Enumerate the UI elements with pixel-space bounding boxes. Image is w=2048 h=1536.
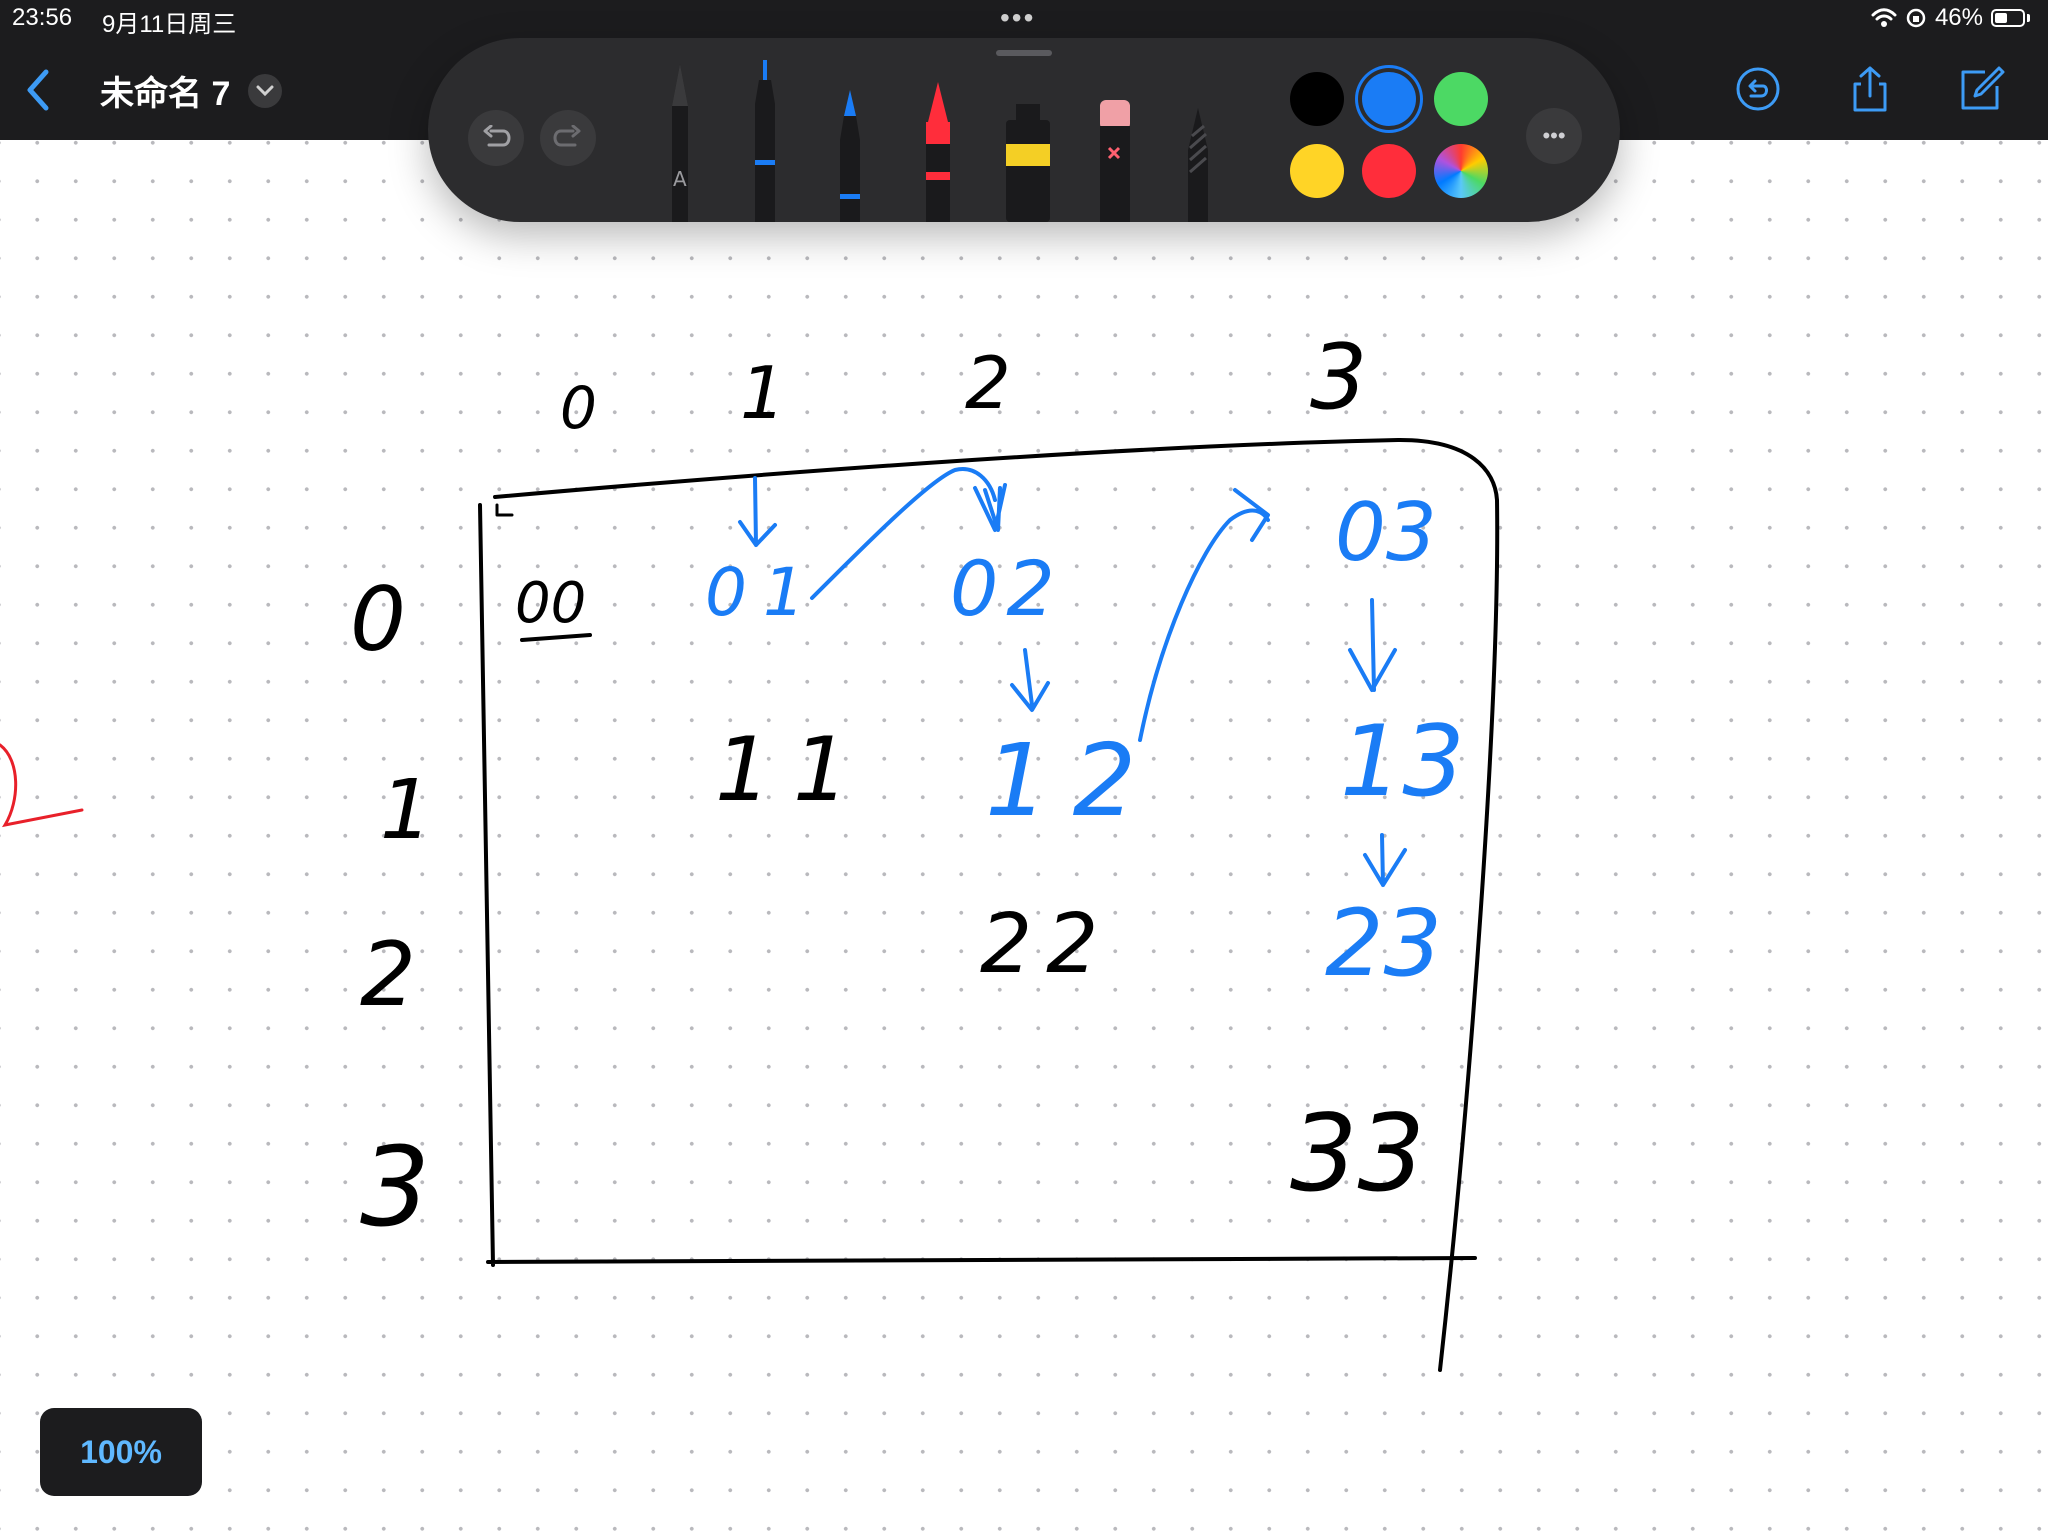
lasso-tool[interactable] [1176,60,1220,222]
arrow-col1-down [738,476,777,547]
tool-palette: A 50 ••• [428,38,1620,222]
cell-23: 23 [1325,890,1442,997]
redo-icon [553,125,581,147]
marker-pen-tool[interactable]: 50 [828,60,872,222]
chevron-down-icon [256,85,274,97]
cell-00: 00 [515,571,586,636]
row-header-2: 2 [360,923,416,1026]
color-yellow-swatch[interactable] [1290,144,1344,198]
color-green-swatch[interactable] [1434,72,1488,126]
fineliner-pen-tool[interactable] [743,60,787,222]
cell-03: 03 [1335,486,1437,579]
multitasking-dots[interactable]: ••• [1000,2,1036,33]
eraser-tool[interactable] [1092,60,1136,222]
arrow-12-to-03 [1138,488,1270,742]
cell-22: 22 [980,897,1112,992]
battery-percent: 46% [1934,4,1983,31]
zoom-level-indicator[interactable]: 100% [40,1408,202,1496]
arrow-02-down [1010,648,1050,712]
column-header-2: 2 [965,341,1011,425]
status-indicators: 46% [1871,4,2030,32]
crayon-tool[interactable] [916,60,960,222]
cell-13: 13 [1340,705,1465,819]
row-header-3: 3 [360,1123,430,1251]
share-icon[interactable] [1845,64,1895,114]
cell-02: 02 [950,544,1063,633]
color-blue-swatch[interactable] [1362,72,1416,126]
cell-00-underline [520,633,592,642]
pen-rotate-icon[interactable] [1733,64,1783,114]
color-red-swatch[interactable] [1362,144,1416,198]
document-title[interactable]: 未命名 7 [100,75,231,113]
title-menu-button[interactable] [248,74,282,108]
cell-01: 01 [705,554,821,631]
wifi-icon [1871,8,1897,27]
undo-button[interactable] [468,110,524,166]
cell-12: 12 [985,722,1160,839]
status-time: 23:56 [12,4,73,31]
redo-button[interactable] [540,110,596,166]
monoline-pen-tool[interactable]: A [658,60,702,222]
cell-33: 33 [1290,1092,1425,1215]
column-header-1: 1 [740,351,786,435]
status-date: 9月11日周三 [102,11,237,38]
arrow-01-to-02 [810,467,1007,600]
undo-icon [483,125,511,147]
row-header-1: 1 [380,763,432,858]
red-ink-stroke [0,743,84,828]
fill-bucket-tool[interactable] [998,60,1058,222]
palette-drag-handle[interactable] [996,50,1052,56]
arrow-03-down [1348,598,1397,692]
orientation-lock-icon [1906,8,1926,28]
column-header-3: 3 [1310,325,1367,430]
cell-11: 11 [715,718,871,821]
back-chevron-icon[interactable] [20,62,56,118]
color-picker-wheel[interactable] [1434,144,1488,198]
column-header-0: 0 [560,374,597,442]
battery-icon [1991,9,2025,27]
color-black-swatch[interactable] [1290,72,1344,126]
row-header-0: 0 [350,568,406,671]
matrix-box-outline [478,438,1500,1372]
more-options-button[interactable]: ••• [1526,108,1582,164]
arrow-13-down [1363,833,1407,887]
compose-icon[interactable] [1955,64,2005,114]
monoline-letter: A [673,167,687,191]
box-corner-mark [495,503,514,517]
